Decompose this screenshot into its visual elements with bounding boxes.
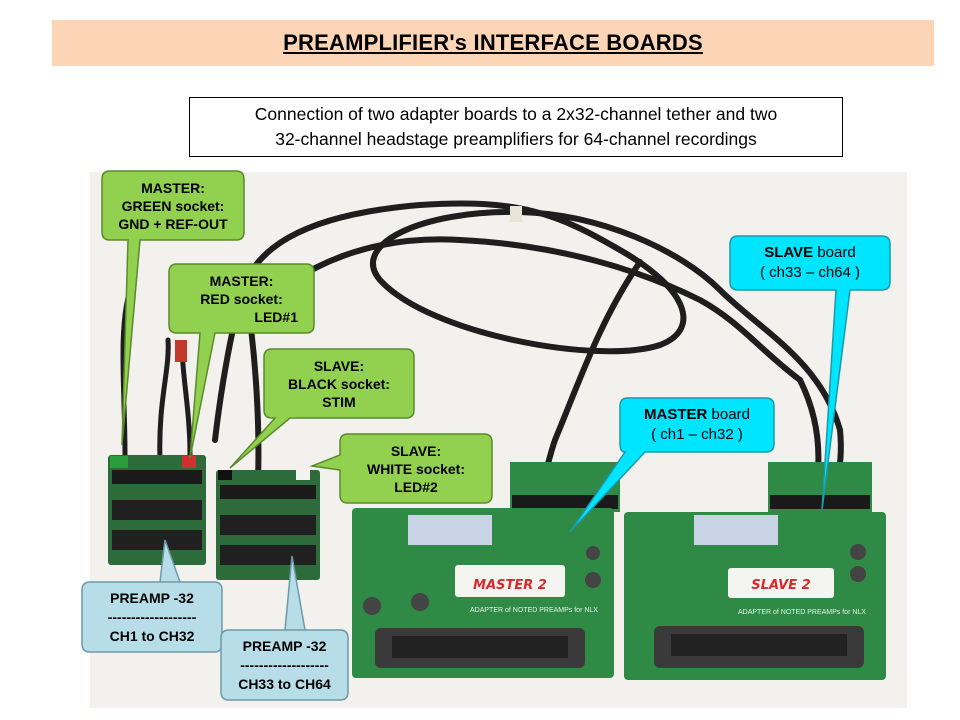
callout-strong: MASTER [644,406,708,423]
callout-line: CH1 to CH32 [109,627,195,644]
preamp-board-2 [216,470,320,580]
callout-line: RED socket: [200,290,283,307]
callout-line: MASTER board [644,405,750,425]
caption-line-1: Connection of two adapter boards to a 2x… [254,104,778,124]
callout-line: LED#1 [254,308,298,325]
master-handwritten-label: MASTER 2 [473,578,547,593]
cable-tie [510,206,522,222]
callout-shape-preamp-1 [81,539,223,653]
slave-handwritten-label: SLAVE 2 [751,578,810,593]
master-adapter-board: MASTER 2 ADAPTER of NOTED PREAMPs for NL… [352,462,620,678]
callout-line: MASTER: [209,272,274,289]
slave-adapter-board: SLAVE 2 ADAPTER of NOTED PREAMPs for NLX [624,462,886,680]
callout-shape-master-green [101,170,245,446]
callout-slave-black-socket: SLAVE: BLACK socket: STIM [264,349,414,418]
title-banner: PREAMPLIFIER's INTERFACE BOARDS [52,20,934,66]
callout-line: ( ch1 – ch32 ) [651,426,743,443]
callout-shape-slave-black [229,348,415,469]
callout-preamp-1: PREAMP -32 ------------------- CH1 to CH… [82,582,222,652]
callout-line: ------------------- [107,608,197,625]
callout-shape-master-red [168,263,315,459]
red-sleeve [175,340,187,362]
callout-shape-preamp-2 [220,555,349,701]
callout-slave-board: SLAVE board ( ch33 – ch64 ) [730,236,890,290]
preamp-board-1 [108,455,206,565]
slave-silkscreen: ADAPTER of NOTED PREAMPs for NLX [738,609,866,616]
page-title: PREAMPLIFIER's INTERFACE BOARDS [283,30,703,55]
callout-line: LED#2 [394,478,438,495]
callout-line: BLACK socket: [288,375,390,393]
callout-rest: board [813,244,856,261]
callout-line: SLAVE: [313,357,365,374]
callout-master-board: MASTER board ( ch1 – ch32 ) [620,398,774,452]
callout-line: SLAVE: [390,442,442,459]
callout-master-green-socket: MASTER: GREEN socket: GND + REF-OUT [102,171,244,240]
callout-line: PREAMP -32 [110,589,194,606]
callout-line: SLAVE board [764,243,855,263]
callout-shape-slave-board [729,235,891,511]
callout-line: ( ch33 – ch64 ) [759,264,861,281]
callout-rest: board [707,406,750,423]
caption-line-2: 32-channel headstage preamplifiers for 6… [275,129,757,149]
callout-strong: BLACK [288,375,338,392]
callout-line: STIM [322,393,356,410]
callout-line: ------------------- [240,656,329,673]
callout-line: PREAMP -32 [242,637,327,654]
caption-box: Connection of two adapter boards to a 2x… [189,97,843,157]
callout-line: GND + REF-OUT [118,215,228,232]
callout-master-red-socket: MASTER: RED socket: LED#1 [169,264,314,333]
callout-shape-slave-white [309,433,493,504]
callout-preamp-2: PREAMP -32 ------------------- CH33 to C… [221,630,348,700]
callout-line: MASTER: [141,179,205,196]
master-silkscreen: ADAPTER of NOTED PREAMPs for NLX [470,607,598,614]
callout-rest: socket: [337,375,390,392]
callout-line: GREEN socket: [121,197,225,214]
callout-line: CH33 to CH64 [238,675,331,692]
callout-strong: SLAVE [764,244,814,261]
callout-line: WHITE socket: [366,460,465,477]
callout-shape-master-board [569,397,775,533]
callout-slave-white-socket: SLAVE: WHITE socket: LED#2 [340,434,492,503]
